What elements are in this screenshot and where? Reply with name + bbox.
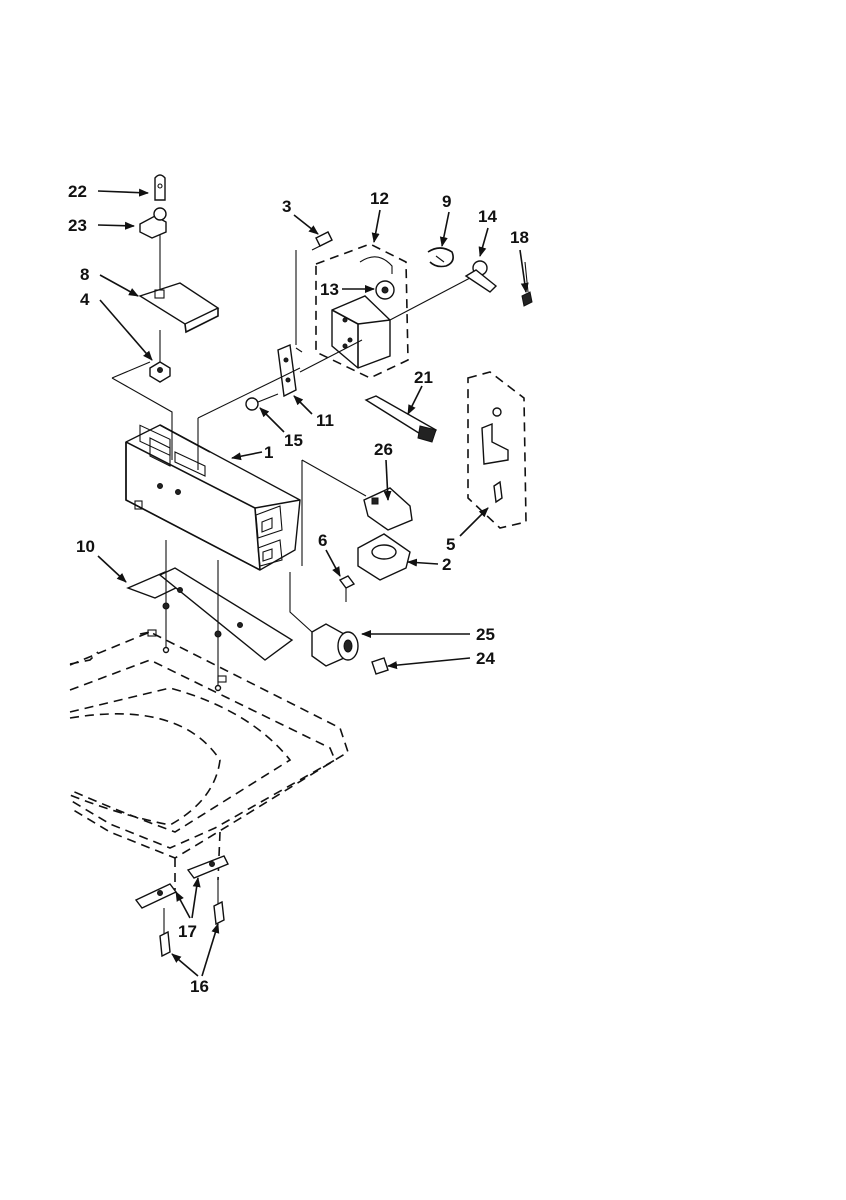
label-1: 1 <box>264 443 273 462</box>
part-13-cam <box>359 256 395 300</box>
part-labels: 22 23 8 4 3 12 13 9 14 18 21 11 15 1 26 … <box>68 182 529 996</box>
label-16: 16 <box>190 977 209 996</box>
part-9-clip <box>427 247 454 268</box>
part-4-grommet <box>111 330 173 460</box>
label-17: 17 <box>178 922 197 941</box>
part-12-group <box>299 243 471 379</box>
wire-line <box>197 367 301 419</box>
label-3: 3 <box>282 197 291 216</box>
label-4: 4 <box>80 290 90 309</box>
part-25-knob-bracket <box>289 572 359 667</box>
part-23-clip <box>139 207 167 239</box>
part-11-bracket <box>277 250 303 398</box>
label-5: 5 <box>446 535 455 554</box>
part-5-group <box>467 371 527 529</box>
label-9: 9 <box>442 192 451 211</box>
part-2-cam-housing <box>357 533 411 581</box>
label-21: 21 <box>414 368 433 387</box>
label-15: 15 <box>284 431 303 450</box>
part-26-cam-follower <box>301 459 413 566</box>
label-23: 23 <box>68 216 87 235</box>
part-14-switch <box>464 260 498 293</box>
label-25: 25 <box>476 625 495 644</box>
label-8: 8 <box>80 265 89 284</box>
label-6: 6 <box>318 531 327 550</box>
part-3-screw <box>311 231 333 251</box>
label-24: 24 <box>476 649 495 668</box>
part-1-console-housing <box>125 424 301 571</box>
part-18-connector <box>521 261 533 307</box>
label-2: 2 <box>442 555 451 574</box>
label-22: 22 <box>68 182 87 201</box>
label-11: 11 <box>316 411 334 430</box>
label-10: 10 <box>76 537 95 556</box>
part-15-screw <box>245 393 279 411</box>
part-6-screw <box>338 575 356 602</box>
label-13: 13 <box>320 280 339 299</box>
label-12: 12 <box>370 189 389 208</box>
top-slot <box>217 675 227 683</box>
cabinet-top-outline <box>69 629 349 890</box>
label-18: 18 <box>510 228 529 247</box>
part-8-bracket <box>138 233 220 334</box>
leader-arrows <box>97 188 529 977</box>
part-10-plate <box>126 540 294 692</box>
part-16-screws <box>159 880 225 958</box>
label-26: 26 <box>374 440 393 459</box>
top-slot <box>147 629 157 637</box>
part-24-pin <box>371 657 389 675</box>
part-17-brackets <box>134 855 229 909</box>
part-22-pin <box>154 174 166 201</box>
part-21-shaft <box>364 395 437 443</box>
label-14: 14 <box>478 207 497 226</box>
